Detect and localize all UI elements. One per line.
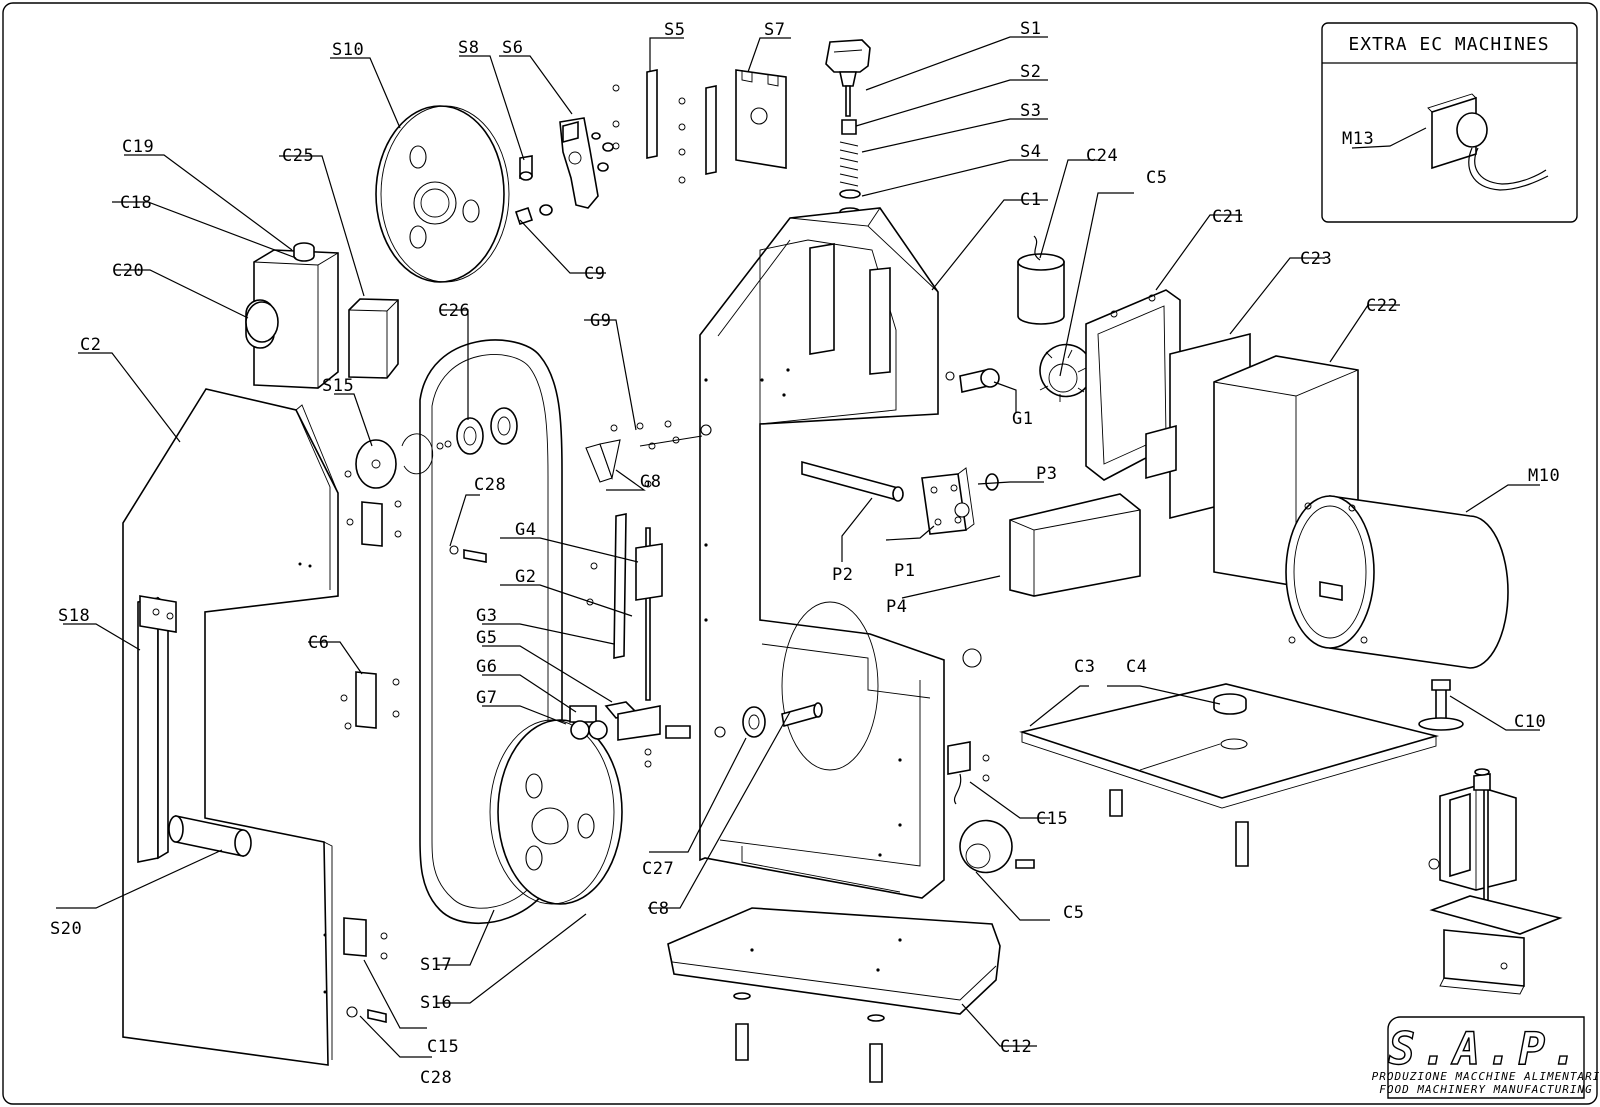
label-C15-left: C15 bbox=[427, 1037, 459, 1057]
lower-bearing-part bbox=[742, 648, 982, 738]
label-S7: S7 bbox=[764, 20, 785, 40]
parts-drawing bbox=[122, 39, 1563, 1083]
brand-logo: S.A.P. bbox=[1389, 1024, 1584, 1075]
label-M13: M13 bbox=[1342, 129, 1374, 149]
rod-and-plate-part bbox=[801, 460, 1141, 597]
foot-part bbox=[1418, 679, 1464, 731]
label-C18: C18 bbox=[120, 193, 152, 213]
label-S2: S2 bbox=[1020, 62, 1041, 82]
label-S3: S3 bbox=[1020, 101, 1041, 121]
label-C2: C2 bbox=[80, 335, 101, 355]
label-G3: G3 bbox=[476, 606, 497, 626]
label-C21: C21 bbox=[1212, 207, 1244, 227]
label-G6: G6 bbox=[476, 657, 497, 677]
cylinder-part bbox=[1017, 235, 1065, 325]
label-C23: C23 bbox=[1300, 249, 1332, 269]
label-C27: C27 bbox=[642, 859, 674, 879]
assembled-machine-preview bbox=[1428, 768, 1563, 995]
label-P4: P4 bbox=[886, 597, 907, 617]
inset-title: EXTRA EC MACHINES bbox=[1348, 34, 1549, 55]
label-G5: G5 bbox=[476, 628, 497, 648]
label-S17: S17 bbox=[420, 955, 452, 975]
label-G2: G2 bbox=[515, 567, 536, 587]
label-G7: G7 bbox=[476, 688, 497, 708]
label-P3: P3 bbox=[1036, 464, 1057, 484]
tension-knob-assembly-part bbox=[825, 39, 871, 217]
guide-plates-part bbox=[612, 69, 787, 184]
label-P1: P1 bbox=[894, 561, 915, 581]
label-G1: G1 bbox=[1012, 409, 1033, 429]
label-C10: C10 bbox=[1514, 712, 1546, 732]
extra-machines-inset: EXTRA EC MACHINES M13 bbox=[1321, 22, 1578, 223]
pin-part bbox=[168, 815, 252, 857]
lower-pulley-part bbox=[489, 719, 623, 905]
label-S20: S20 bbox=[50, 919, 82, 939]
guide-column-part bbox=[137, 595, 177, 863]
label-C5-top: C5 bbox=[1146, 168, 1167, 188]
callout-labels: S1 S2 S3 S4 S5 S6 S7 S8 S10 S15 S16 S17 … bbox=[50, 19, 1560, 1088]
label-S4: S4 bbox=[1020, 142, 1041, 162]
brand-line-2: FOOD MACHINERY MANUFACTURING bbox=[1379, 1083, 1592, 1096]
label-C15-right: C15 bbox=[1036, 809, 1068, 829]
label-C26: C26 bbox=[438, 301, 470, 321]
bearings-part bbox=[340, 407, 518, 730]
inset-switch-part bbox=[1427, 93, 1549, 191]
label-C5-bottom: C5 bbox=[1063, 903, 1084, 923]
blade-guide-part bbox=[569, 420, 703, 768]
label-S8: S8 bbox=[458, 38, 479, 58]
label-S15: S15 bbox=[322, 376, 354, 396]
work-table-part bbox=[1019, 683, 1440, 867]
label-G8: G8 bbox=[640, 472, 661, 492]
label-C9: C9 bbox=[584, 264, 605, 284]
label-M10: M10 bbox=[1528, 466, 1560, 486]
label-C8: C8 bbox=[648, 899, 669, 919]
label-C28-top: C28 bbox=[474, 475, 506, 495]
base-part bbox=[667, 907, 1001, 1083]
brand-block: S.A.P. PRODUZIONE MACCHINE ALIMENTARI FO… bbox=[1372, 1016, 1600, 1099]
label-S6: S6 bbox=[502, 38, 523, 58]
label-C3: C3 bbox=[1074, 657, 1095, 677]
label-S5: S5 bbox=[664, 20, 685, 40]
door-panel-part bbox=[122, 388, 339, 1066]
leader-lines bbox=[56, 36, 1540, 1058]
door-hardware-part bbox=[343, 545, 487, 1023]
block-part bbox=[348, 298, 399, 379]
label-S16: S16 bbox=[420, 993, 452, 1013]
label-S1: S1 bbox=[1020, 19, 1041, 39]
microswitch-part bbox=[947, 741, 1035, 874]
label-C24: C24 bbox=[1086, 146, 1118, 166]
label-G4: G4 bbox=[515, 520, 536, 540]
label-C22: C22 bbox=[1366, 296, 1398, 316]
label-C25: C25 bbox=[282, 146, 314, 166]
motor-part bbox=[1285, 495, 1509, 669]
label-C28-bottom: C28 bbox=[420, 1068, 452, 1088]
label-S18: S18 bbox=[58, 606, 90, 626]
main-frame-part bbox=[699, 207, 945, 899]
label-P2: P2 bbox=[832, 565, 853, 585]
label-S10: S10 bbox=[332, 40, 364, 60]
switch-box-part bbox=[245, 242, 339, 389]
label-C6: C6 bbox=[308, 633, 329, 653]
label-G9: G9 bbox=[590, 311, 611, 331]
label-C4: C4 bbox=[1126, 657, 1147, 677]
label-C1: C1 bbox=[1020, 190, 1041, 210]
brand-line-1: PRODUZIONE MACCHINE ALIMENTARI bbox=[1372, 1070, 1600, 1083]
label-C12: C12 bbox=[1000, 1037, 1032, 1057]
label-C20: C20 bbox=[112, 261, 144, 281]
upper-pulley-part bbox=[375, 105, 510, 283]
label-C19: C19 bbox=[122, 137, 154, 157]
blade-guide-bracket-part bbox=[514, 117, 614, 226]
frame-knobs-part bbox=[945, 343, 1093, 402]
